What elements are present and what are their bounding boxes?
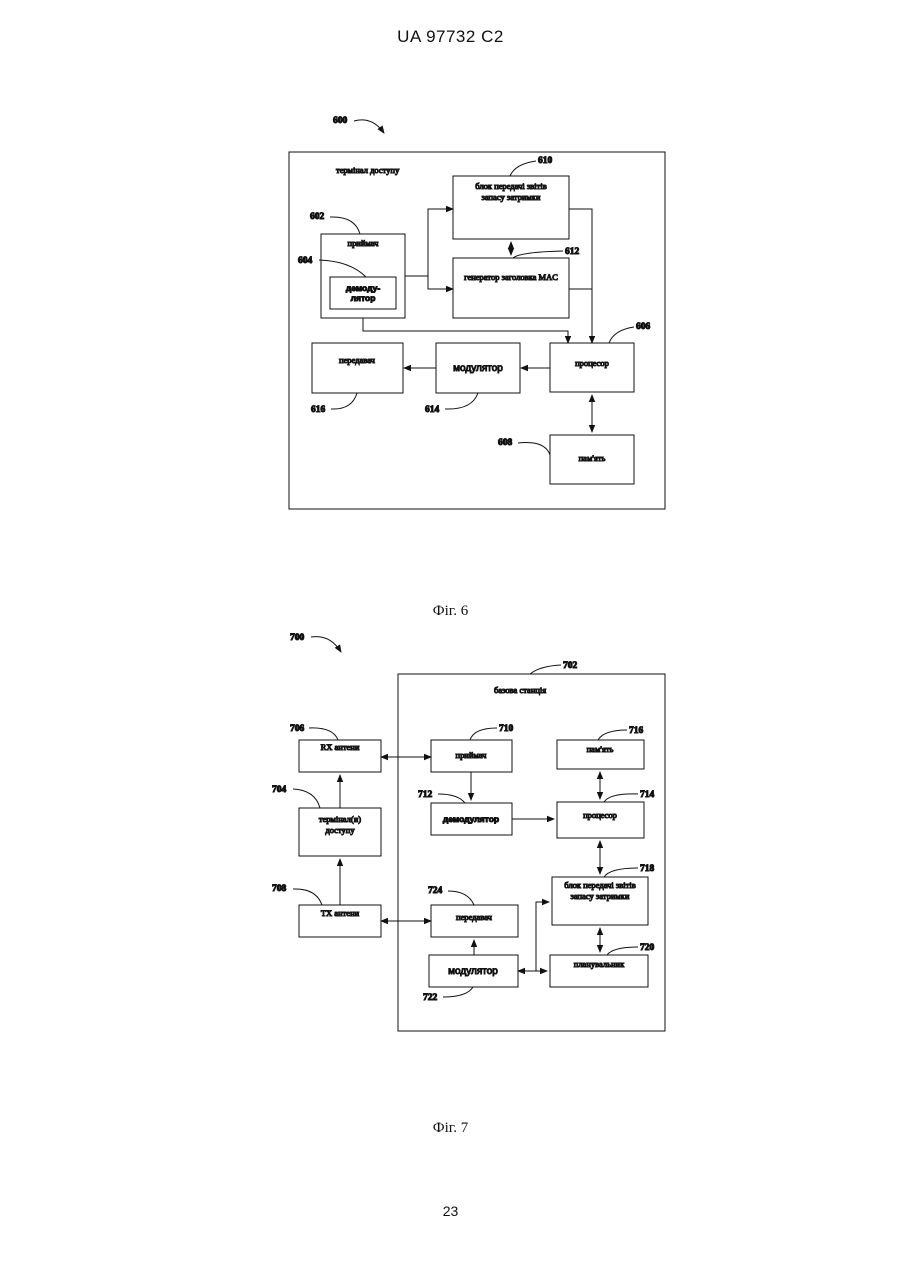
ref-712: 712 [418,790,433,800]
ref-724: 724 [428,886,443,896]
ref-600: 600 [333,116,348,126]
figure-6-caption: Фіг. 6 [0,603,901,620]
svg-text:планувальник: планувальник [574,959,625,969]
ref-720: 720 [640,943,655,953]
ref-604: 604 [298,256,313,266]
svg-text:процесор: процесор [575,358,609,368]
svg-text:демодулятор: демодулятор [443,814,499,824]
svg-text:RX антени: RX антени [321,742,360,752]
ref-606: 606 [636,322,651,332]
svg-text:термінал(и): термінал(и) [319,814,361,824]
svg-text:пам'ять: пам'ять [587,744,614,754]
svg-text:демоду-: демоду- [346,283,380,293]
ref-704: 704 [272,785,287,795]
ref-714: 714 [640,790,655,800]
svg-text:доступу: доступу [325,825,355,835]
ref-700: 700 [290,633,305,643]
svg-text:блок передачі звітів: блок передачі звітів [564,880,635,890]
svg-text:генератор заголовка MAC: генератор заголовка MAC [464,272,558,282]
base-station-container [398,674,665,1031]
svg-text:TX антени: TX антени [321,908,360,918]
svg-text:лятор: лятор [351,293,376,303]
ref-616: 616 [311,405,326,415]
page-number: 23 [0,1203,901,1219]
ref-612: 612 [565,247,580,257]
figure-7: 700 базова станція 702 RX антени 706 тер… [272,633,665,1031]
ref-602: 602 [310,212,325,222]
svg-text:передавач: передавач [456,912,493,922]
svg-text:процесор: процесор [583,810,617,820]
svg-text:передавач: передавач [339,355,376,365]
figure-7-caption: Фіг. 7 [0,1120,901,1137]
transmitter-616 [312,343,403,393]
ref-610: 610 [538,156,553,166]
svg-text:модулятор: модулятор [453,363,503,374]
svg-text:приймач: приймач [456,750,488,760]
svg-text:модулятор: модулятор [448,966,498,977]
svg-text:пам'ять: пам'ять [579,453,606,463]
base-station-label: базова станція [494,685,546,695]
ref-718: 718 [640,864,655,874]
ref-710: 710 [499,724,514,734]
ref-706: 706 [290,724,305,734]
processor-714 [557,802,644,838]
svg-text:приймач: приймач [348,238,380,248]
svg-text:блок передачі звітів: блок передачі звітів [475,181,546,191]
svg-text:запасу затримки: запасу затримки [571,891,630,901]
ref-722: 722 [423,993,438,1003]
mac-header-generator-612 [453,258,569,318]
figure-6: 600 термінал доступу блок передачі звіті… [289,116,665,509]
ref-708: 708 [272,884,287,894]
ref-702: 702 [563,661,578,671]
access-terminal-label: термінал доступу [336,165,400,175]
ref-716: 716 [629,726,644,736]
svg-text:запасу затримки: запасу затримки [482,192,541,202]
ref-608: 608 [498,438,513,448]
ref-614: 614 [425,405,440,415]
